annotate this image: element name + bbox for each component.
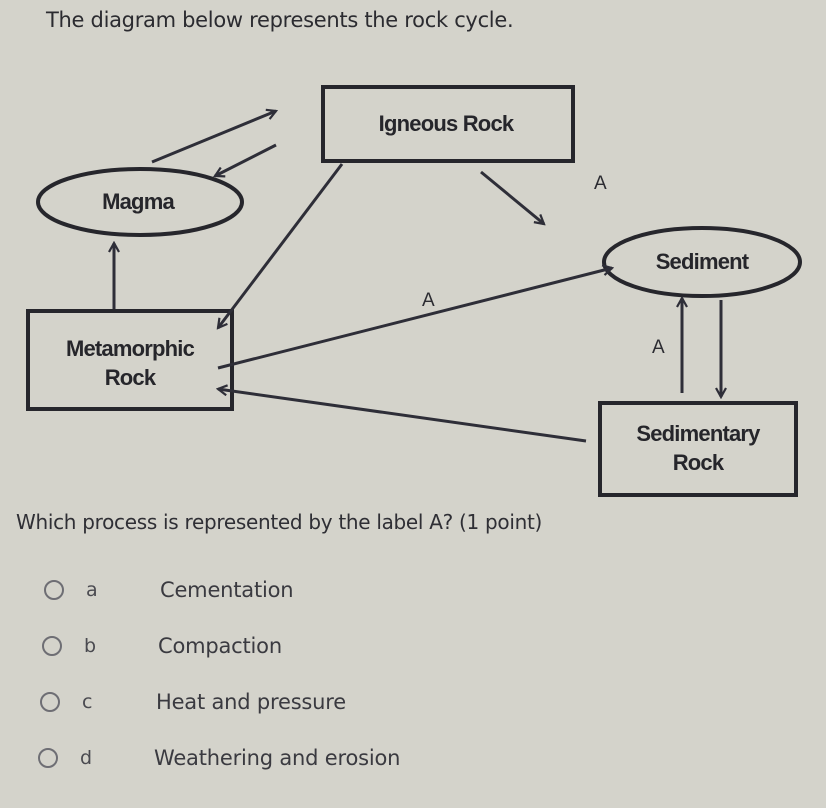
option-letter: d bbox=[80, 747, 93, 769]
node-magma: Magma bbox=[36, 167, 244, 237]
radio-button[interactable] bbox=[44, 580, 64, 600]
magma-label: Magma bbox=[102, 189, 175, 214]
node-sediment: Sediment bbox=[602, 226, 802, 298]
node-metamorphic-rock: Metamorphic Rock bbox=[26, 309, 234, 411]
radio-button[interactable] bbox=[42, 636, 62, 656]
option-text: Cementation bbox=[160, 578, 294, 602]
prompt-text: The diagram below represents the rock cy… bbox=[46, 8, 514, 32]
metamorphic-label-line1: Metamorphic bbox=[66, 336, 195, 361]
node-sedimentary-rock: Sedimentary Rock bbox=[598, 401, 798, 497]
radio-button[interactable] bbox=[40, 692, 60, 712]
radio-button[interactable] bbox=[38, 748, 58, 768]
rock-cycle-diagram: Igneous Rock Magma Sediment Metamorphic … bbox=[26, 85, 802, 497]
igneous-rock-label: Igneous Rock bbox=[379, 111, 515, 136]
option-letter: b bbox=[84, 635, 97, 657]
sedimentary-label-line1: Sedimentary bbox=[636, 421, 761, 446]
option-c[interactable]: c Heat and pressure bbox=[40, 690, 346, 714]
option-text: Compaction bbox=[158, 634, 282, 658]
option-letter: a bbox=[86, 579, 98, 601]
option-text: Heat and pressure bbox=[156, 690, 346, 714]
option-b[interactable]: b Compaction bbox=[42, 634, 282, 658]
question-text: Which process is represented by the labe… bbox=[16, 510, 542, 534]
arrow-igneous-to-sediment bbox=[480, 170, 544, 224]
sediment-label: Sediment bbox=[656, 249, 750, 274]
arrow-sedimentary-to-metamorphic bbox=[218, 389, 587, 443]
label-a-igneous-sediment: A bbox=[594, 173, 607, 194]
node-igneous-rock: Igneous Rock bbox=[321, 85, 575, 163]
label-a-sedimentary-sediment: A bbox=[652, 337, 665, 358]
arrow-magma-to-igneous bbox=[151, 111, 276, 164]
option-text: Weathering and erosion bbox=[154, 746, 401, 770]
metamorphic-label-line2: Rock bbox=[105, 365, 157, 390]
arrow-metamorphic-to-sediment bbox=[217, 268, 612, 370]
sedimentary-label-line2: Rock bbox=[673, 450, 725, 475]
arrow-igneous-to-metamorphic bbox=[218, 163, 344, 328]
arrow-igneous-to-magma bbox=[215, 143, 277, 176]
label-a-metamorphic-sediment: A bbox=[422, 290, 435, 311]
option-letter: c bbox=[82, 691, 93, 713]
option-d[interactable]: d Weathering and erosion bbox=[38, 746, 400, 770]
option-a[interactable]: a Cementation bbox=[44, 578, 294, 602]
